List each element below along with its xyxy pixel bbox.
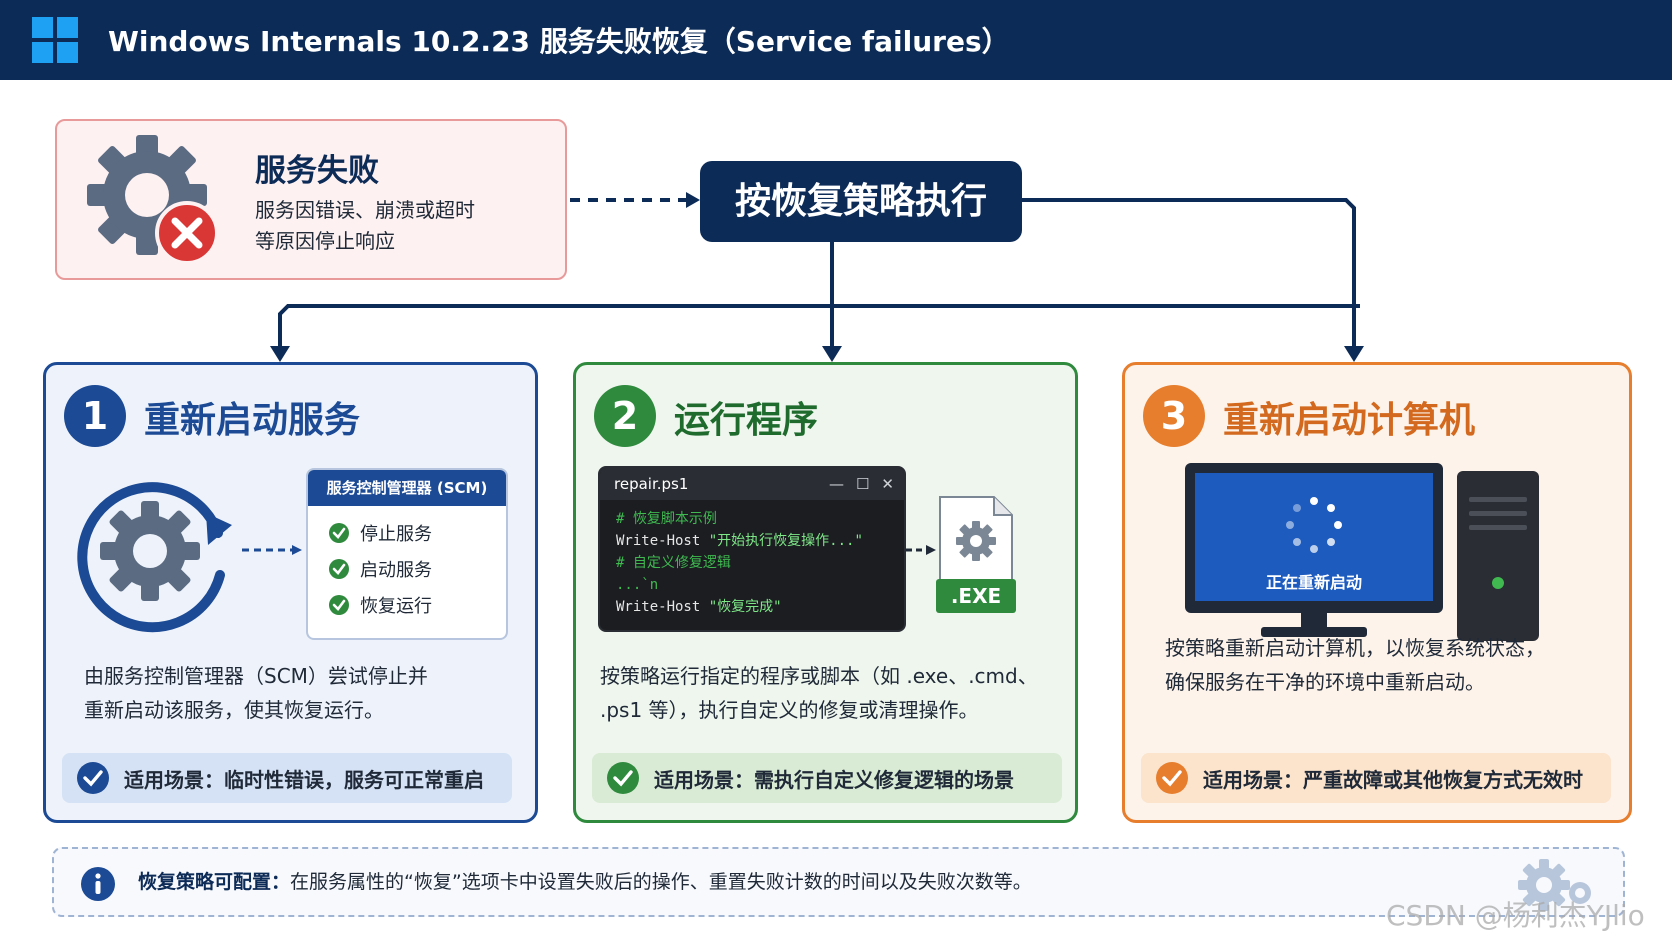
card-description: 按策略运行指定的程序或脚本（如 .exe、.cmd、 .ps1 等），执行自定义… <box>600 664 1038 722</box>
card-run-program: 2 运行程序 repair.ps1 — ☐ ✕ # 恢复脚本示例 Write-H… <box>573 362 1078 823</box>
maximize-icon: ☐ <box>855 475 870 493</box>
gears-icon <box>1518 859 1591 911</box>
card-title: 重新启动计算机 <box>1223 400 1476 441</box>
scm-item-start: 启动服务 <box>328 556 432 582</box>
header-bar: Windows Internals 10.2.23 服务失败恢复（Service… <box>0 0 1672 80</box>
scm-item-resume: 恢复运行 <box>328 592 432 618</box>
watermark-text: CSDN @杨利杰YJlio <box>1386 899 1645 932</box>
check-circle-icon <box>607 762 639 794</box>
step-number: 1 <box>64 385 126 447</box>
info-text: 恢复策略可配置：在服务属性的“恢复”选项卡中设置失败后的操作、重置失败计数的时间… <box>138 871 1032 893</box>
minimize-icon: — <box>828 475 844 493</box>
card-restart-service: 1 重新启动服务 服务控制管理器 (SCM) 停止服务 <box>43 362 538 823</box>
page-title: Windows Internals 10.2.23 服务失败恢复（Service… <box>108 25 1010 58</box>
scene-badge: 适用场景：临时性错误，服务可正常重启 <box>62 753 512 803</box>
check-icon <box>329 595 349 615</box>
gear-error-icon <box>87 135 219 265</box>
scm-title: 服务控制管理器 (SCM) <box>308 470 506 506</box>
step-number: 2 <box>594 385 656 447</box>
close-icon: ✕ <box>881 475 894 493</box>
exe-label: .EXE <box>950 584 1002 608</box>
info-bar: 恢复策略可配置：在服务属性的“恢复”选项卡中设置失败后的操作、重置失败计数的时间… <box>52 847 1625 917</box>
card-title: 重新启动服务 <box>144 400 361 441</box>
dashed-arrow-icon <box>242 545 302 555</box>
exe-file-icon: .EXE <box>936 495 1016 613</box>
scm-panel: 服务控制管理器 (SCM) 停止服务 启动服务 恢复运行 <box>306 468 508 640</box>
terminal-code: # 恢复脚本示例 Write-Host "开始执行恢复操作..." # 自定义修… <box>616 511 863 615</box>
card-title: 运行程序 <box>674 400 819 441</box>
check-icon <box>329 523 349 543</box>
check-circle-icon <box>1156 762 1188 794</box>
check-circle-icon <box>77 762 109 794</box>
failure-description: 服务因错误、崩溃或超时 等原因停止响应 <box>255 198 475 253</box>
scene-badge: 适用场景：严重故障或其他恢复方式无效时 <box>1141 753 1611 803</box>
pc-tower-icon <box>1457 471 1539 641</box>
terminal-titlebar: repair.ps1 — ☐ ✕ <box>600 468 904 500</box>
dashed-arrow-icon <box>906 545 936 555</box>
terminal-window: repair.ps1 — ☐ ✕ # 恢复脚本示例 Write-Host "开始… <box>598 466 906 632</box>
scm-item-stop: 停止服务 <box>328 520 432 546</box>
check-icon <box>329 559 349 579</box>
scene-badge: 适用场景：需执行自定义修复逻辑的场景 <box>592 753 1062 803</box>
windows-logo-icon <box>32 17 78 63</box>
card-description: 由服务控制管理器（SCM）尝试停止并 重新启动该服务，使其恢复运行。 <box>84 664 428 722</box>
restart-gear-icon <box>77 482 232 633</box>
info-icon <box>81 867 115 901</box>
monitor-icon: 正在重新启动 <box>1185 463 1443 639</box>
card-restart-computer: 3 重新启动计算机 正在重新启动 按策略重新启动 <box>1122 362 1632 823</box>
recovery-strategy-box: 按恢复策略执行 <box>700 161 1022 242</box>
failure-title: 服务失败 <box>255 153 379 189</box>
service-failure-box: 服务失败 服务因错误、崩溃或超时 等原因停止响应 <box>55 119 567 280</box>
card-description: 按策略重新启动计算机，以恢复系统状态， 确保服务在干净的环境中重新启动。 <box>1165 636 1545 694</box>
step-number: 3 <box>1143 385 1205 447</box>
restart-screen-text: 正在重新启动 <box>1265 573 1362 592</box>
